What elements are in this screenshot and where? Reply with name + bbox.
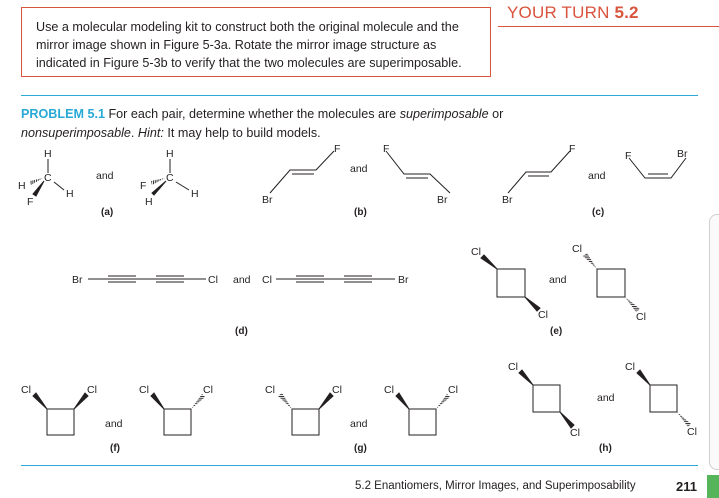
problem-term-2: nonsuperimposable bbox=[21, 126, 131, 140]
fig-g-and: and bbox=[350, 418, 368, 430]
problem-hint-label: Hint: bbox=[137, 126, 164, 140]
fig-h-m1-bottom: Cl bbox=[570, 427, 580, 439]
your-turn-label: YOUR TURN bbox=[507, 3, 610, 22]
problem-term-1: superimposable bbox=[399, 107, 489, 121]
fig-d-m1-left: Br bbox=[72, 274, 83, 286]
fig-e-m1-bottom: Cl bbox=[538, 309, 548, 321]
fig-e-m2-bottom: Cl bbox=[636, 311, 646, 323]
fig-g-caption: (g) bbox=[354, 443, 367, 454]
fig-c-caption: (c) bbox=[592, 207, 604, 218]
your-turn-rule bbox=[498, 26, 719, 27]
problem-text-3: . bbox=[130, 126, 138, 140]
fig-d-molecule-2 bbox=[276, 275, 395, 283]
fig-d-m2-right: Br bbox=[398, 274, 409, 286]
page-number: 211 bbox=[676, 479, 697, 494]
fig-f-m1-left: Cl bbox=[21, 384, 31, 396]
problem-text-2: or bbox=[488, 107, 504, 121]
fig-g-m1-right: Cl bbox=[332, 384, 342, 396]
fig-a-m1-c: C bbox=[44, 172, 52, 184]
fig-h-m1-top: Cl bbox=[508, 361, 518, 373]
fig-c-molecule-2 bbox=[628, 157, 687, 179]
fig-d-m1-right: Cl bbox=[208, 274, 218, 286]
fig-c-m2-f: F bbox=[625, 150, 631, 162]
fig-g-molecule-2 bbox=[395, 392, 450, 436]
fig-h-m2-top: Cl bbox=[625, 361, 635, 373]
fig-e-caption: (e) bbox=[550, 326, 562, 337]
fig-b-molecule-2 bbox=[385, 150, 451, 194]
fig-f-m2-left: Cl bbox=[139, 384, 149, 396]
chapter-tab bbox=[707, 475, 719, 498]
problem-statement: PROBLEM 5.1 For each pair, determine whe… bbox=[21, 105, 541, 143]
fig-g-m1-left: Cl bbox=[265, 384, 275, 396]
fig-d-and: and bbox=[233, 274, 251, 286]
fig-a-caption: (a) bbox=[101, 207, 113, 218]
your-turn-box: Use a molecular modeling kit to construc… bbox=[21, 7, 491, 77]
your-turn-number: 5.2 bbox=[614, 3, 639, 22]
fig-c-and: and bbox=[588, 170, 606, 182]
fig-h-and: and bbox=[597, 392, 615, 404]
fig-b-m2-br: Br bbox=[437, 194, 448, 206]
problem-text-1: For each pair, determine whether the mol… bbox=[104, 107, 400, 121]
fig-g-m2-right: Cl bbox=[448, 384, 458, 396]
page-side-tab bbox=[709, 214, 719, 470]
fig-a-molecule-2 bbox=[151, 159, 190, 196]
fig-a-m2-h-wedge: H bbox=[145, 196, 153, 208]
footer-section-title: 5.2 Enantiomers, Mirror Images, and Supe… bbox=[355, 480, 636, 492]
your-turn-heading: YOUR TURN 5.2 bbox=[507, 3, 639, 23]
fig-f-m1-right: Cl bbox=[87, 384, 97, 396]
fig-c-m2-br: Br bbox=[677, 148, 688, 160]
your-turn-text: Use a molecular modeling kit to construc… bbox=[36, 20, 462, 70]
problem-bottom-rule bbox=[21, 465, 698, 466]
fig-d-m2-left: Cl bbox=[262, 274, 272, 286]
fig-g-m2-left: Cl bbox=[384, 384, 394, 396]
problem-top-rule bbox=[21, 95, 698, 96]
fig-f-m2-right: Cl bbox=[203, 384, 213, 396]
fig-b-m1-f: F bbox=[334, 143, 340, 155]
fig-h-m2-bottom: Cl bbox=[687, 426, 697, 438]
fig-b-caption: (b) bbox=[354, 207, 367, 218]
fig-b-m2-f: F bbox=[383, 143, 389, 155]
fig-e-molecule-1 bbox=[480, 254, 541, 312]
fig-c-m1-br: Br bbox=[502, 194, 513, 206]
fig-a-molecule-1 bbox=[30, 159, 65, 197]
fig-a-m2-c: C bbox=[166, 172, 174, 184]
fig-a-m2-f-hashed: F bbox=[140, 180, 146, 192]
fig-f-molecule-2 bbox=[150, 392, 205, 436]
problem-hint-text: It may help to build models. bbox=[163, 126, 321, 140]
fig-a-m1-h-top: H bbox=[44, 148, 52, 160]
fig-h-molecule-1 bbox=[518, 369, 575, 429]
fig-a-m1-h-right: H bbox=[66, 188, 74, 200]
fig-f-molecule-1 bbox=[32, 392, 89, 436]
fig-e-m2-top: Cl bbox=[572, 243, 582, 255]
fig-a-m2-h-top: H bbox=[166, 148, 174, 160]
fig-c-m1-f: F bbox=[569, 143, 575, 155]
fig-h-molecule-2 bbox=[636, 369, 691, 427]
fig-e-m1-top: Cl bbox=[471, 246, 481, 258]
fig-c-molecule-1 bbox=[507, 150, 571, 194]
problem-number: PROBLEM 5.1 bbox=[21, 107, 105, 121]
fig-b-molecule-1 bbox=[269, 150, 335, 194]
fig-b-m1-br: Br bbox=[262, 194, 273, 206]
fig-a-m2-h-right: H bbox=[191, 188, 199, 200]
fig-f-and: and bbox=[105, 418, 123, 430]
fig-a-and: and bbox=[96, 170, 114, 182]
fig-f-caption: (f) bbox=[110, 443, 120, 454]
fig-d-caption: (d) bbox=[235, 326, 248, 337]
fig-h-caption: (h) bbox=[599, 443, 612, 454]
fig-e-molecule-2 bbox=[583, 253, 640, 312]
fig-a-m1-h-hashed: H bbox=[18, 180, 26, 192]
fig-e-and: and bbox=[549, 274, 567, 286]
fig-a-m1-f-wedge: F bbox=[27, 196, 33, 208]
fig-d-molecule-1 bbox=[88, 275, 206, 283]
fig-b-and: and bbox=[350, 163, 368, 175]
fig-g-molecule-1 bbox=[278, 392, 334, 436]
